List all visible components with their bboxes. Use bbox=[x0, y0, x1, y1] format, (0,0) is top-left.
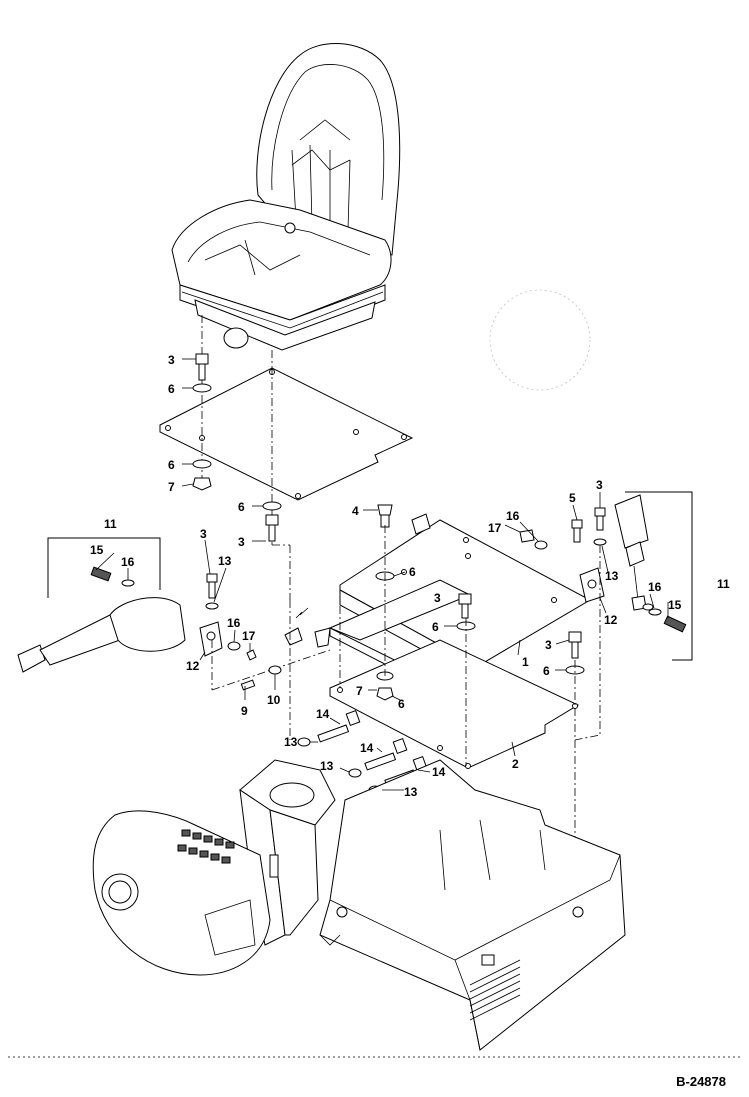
callout-9-small-bolt: 9 bbox=[241, 704, 248, 718]
callout-17-bracket-left-nut: 17 bbox=[242, 629, 256, 643]
callout-6-lower-washer: 6 bbox=[398, 697, 405, 711]
callout-15-left-belt-bolt: 15 bbox=[90, 543, 104, 557]
callout-13-bracket-washer: 13 bbox=[218, 554, 232, 568]
seat-fasteners bbox=[192, 353, 282, 542]
callout-3-right-bolt: 3 bbox=[596, 478, 603, 492]
left-seat-belt bbox=[17, 566, 186, 673]
plate-fasteners bbox=[375, 504, 585, 701]
callout-16-right-washer: 16 bbox=[506, 509, 520, 523]
callout-6-right-side-washer: 6 bbox=[543, 664, 550, 678]
callout-6-plate-washer: 6 bbox=[238, 500, 245, 514]
callout-4-stud: 4 bbox=[352, 504, 359, 518]
drawing-reference: B-24878 bbox=[676, 1074, 726, 1089]
callout-13-right-belt-washer: 13 bbox=[605, 569, 619, 583]
callout-6-seat-washer-top: 6 bbox=[168, 382, 175, 396]
right-belt-group-bracket bbox=[625, 491, 693, 661]
callout-6-seat-washer-bottom: 6 bbox=[168, 458, 175, 472]
callout-12-right-bracket: 12 bbox=[604, 613, 618, 627]
plate-2 bbox=[329, 639, 580, 769]
callout-16-right-belt-washer: 16 bbox=[648, 580, 662, 594]
callout-2-plate: 2 bbox=[512, 757, 519, 771]
left-belt-group-bracket bbox=[47, 537, 161, 598]
callout-14-console-bolt-b: 14 bbox=[360, 741, 374, 755]
callout-3-seat-bolt: 3 bbox=[168, 353, 175, 367]
callout-7-seat-nut: 7 bbox=[168, 480, 175, 494]
callout-1-plate: 1 bbox=[522, 655, 529, 669]
callout-labels: 3 6 6 7 6 3 4 11 15 16 3 13 16 17 12 9 1… bbox=[90, 353, 730, 799]
small-fasteners bbox=[240, 607, 331, 691]
callout-6-mid-washer: 6 bbox=[432, 620, 439, 634]
right-belt-bracket bbox=[519, 507, 607, 603]
machine-frame bbox=[319, 759, 626, 1051]
callout-10-small-washer: 10 bbox=[267, 693, 281, 707]
callout-6-upper-washer: 6 bbox=[409, 565, 416, 579]
callout-14-console-bolt-c: 14 bbox=[432, 765, 446, 779]
leader-lines bbox=[95, 358, 669, 791]
callout-13-console-washer-b: 13 bbox=[320, 759, 334, 773]
callout-13-console-washer-a: 13 bbox=[284, 735, 298, 749]
left-belt-bracket bbox=[199, 573, 257, 661]
console-tower bbox=[239, 759, 336, 946]
callout-7-lower-nut: 7 bbox=[356, 684, 363, 698]
callout-12-left-bracket: 12 bbox=[186, 659, 200, 673]
callout-3-plate-bolt: 3 bbox=[238, 535, 245, 549]
callout-13-console-washer-c: 13 bbox=[404, 785, 418, 799]
callout-3-mid-bolt: 3 bbox=[434, 591, 441, 605]
left-side-panel bbox=[92, 810, 271, 976]
seat bbox=[171, 43, 401, 351]
callout-16-bracket-left-washer: 16 bbox=[227, 616, 241, 630]
callout-3-bracket-bolt: 3 bbox=[200, 527, 207, 541]
callout-17-right-nut: 17 bbox=[488, 521, 502, 535]
callout-15-right-belt-bolt: 15 bbox=[668, 598, 682, 612]
callout-14-console-bolt-a: 14 bbox=[316, 707, 330, 721]
callout-3-right-side-bolt: 3 bbox=[545, 638, 552, 652]
button-grid bbox=[177, 829, 235, 864]
vent-grille bbox=[469, 959, 521, 1021]
callout-16-left-belt-washer: 16 bbox=[121, 555, 135, 569]
callout-11-right-belt: 11 bbox=[717, 577, 730, 591]
right-seat-belt bbox=[614, 494, 687, 633]
callout-11-left-belt: 11 bbox=[104, 517, 117, 531]
callout-5-bolt: 5 bbox=[569, 491, 576, 505]
